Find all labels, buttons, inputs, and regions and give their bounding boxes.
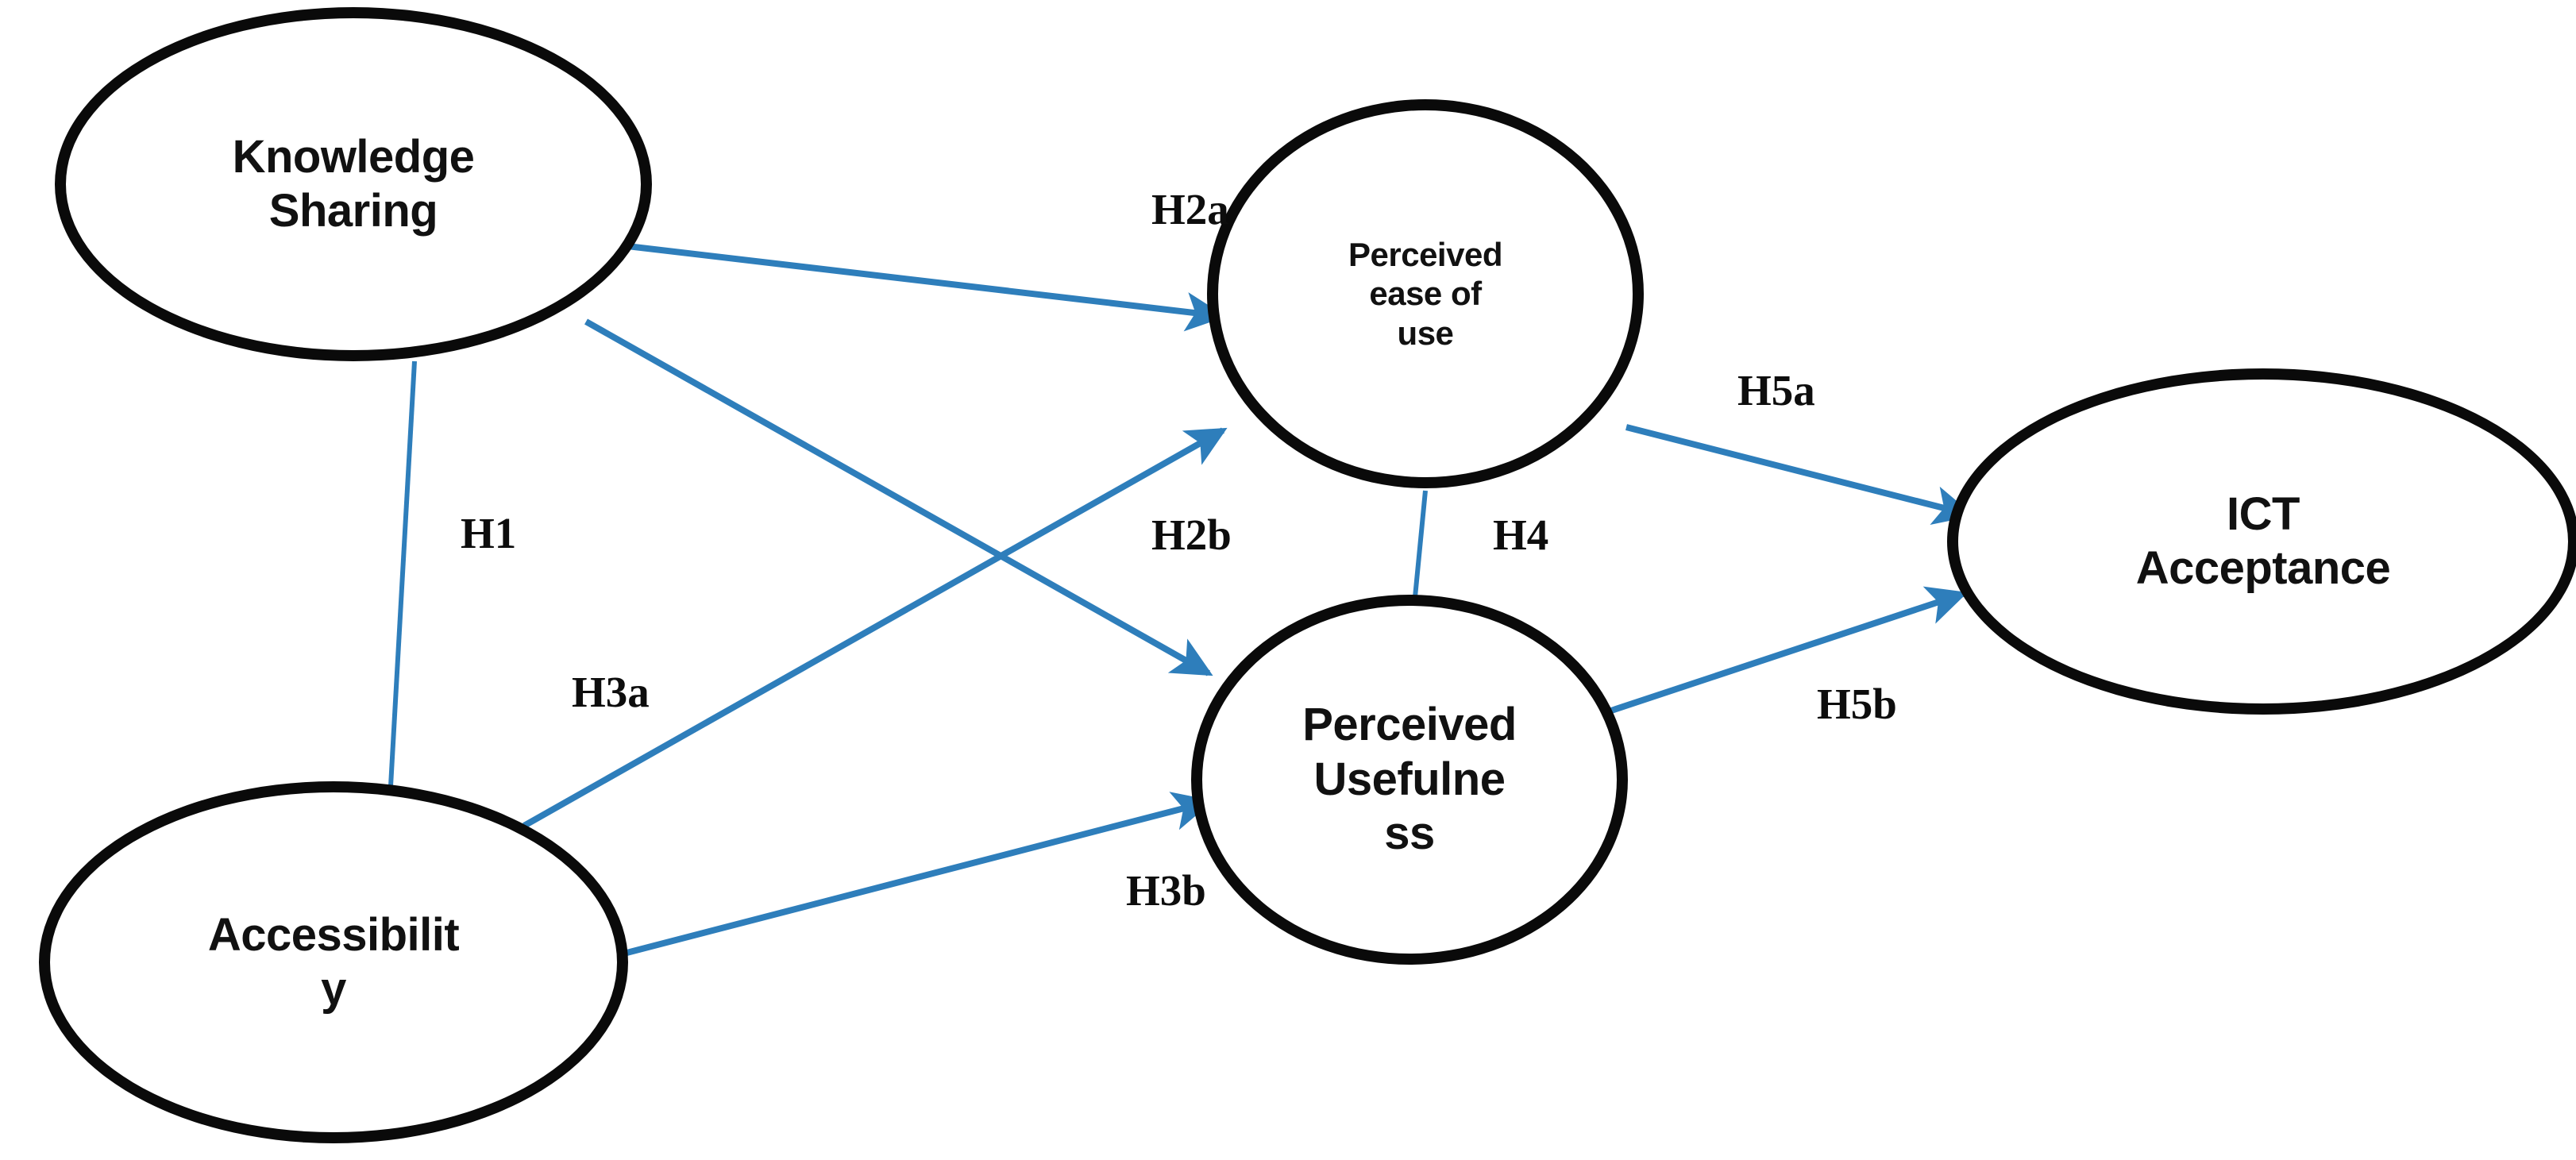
link-h5b — [1602, 586, 1969, 716]
node-label-perceived-ease-of-use: Perceived ease of use — [1348, 235, 1502, 352]
node-label-knowledge-sharing: Knowledge Sharing — [232, 130, 475, 237]
node-perceived-ease-of-use[interactable]: Perceived ease of use — [1207, 99, 1644, 488]
link-h4 — [1413, 490, 1428, 598]
link-h3b — [610, 792, 1214, 960]
link-h2a — [627, 243, 1227, 332]
hypothesis-label-h2a: H2a — [1151, 185, 1229, 233]
node-knowledge-sharing[interactable]: Knowledge Sharing — [55, 7, 652, 361]
hypothesis-label-h3a: H3a — [572, 668, 650, 716]
hypothesis-label-h2b: H2b — [1151, 511, 1232, 559]
hypothesis-label-h3b: H3b — [1126, 866, 1206, 915]
link-h2b — [584, 318, 1213, 676]
hypothesis-label-h5b: H5b — [1817, 680, 1897, 728]
node-ict-acceptance[interactable]: ICT Acceptance — [1947, 368, 2576, 715]
node-label-accessibility: Accessibilit y — [207, 908, 460, 1015]
hypothesis-label-h1: H1 — [461, 509, 517, 557]
node-perceived-usefulness[interactable]: Perceived Usefulne ss — [1191, 595, 1628, 965]
link-lines — [388, 243, 1975, 960]
node-accessibility[interactable]: Accessibilit y — [39, 781, 628, 1143]
link-h3a — [523, 427, 1228, 829]
hypothesis-label-h5a: H5a — [1737, 366, 1815, 414]
link-h1 — [388, 360, 417, 787]
hypothesis-label-h4: H4 — [1493, 511, 1549, 559]
node-label-perceived-usefulness: Perceived Usefulne ss — [1302, 699, 1517, 860]
link-h5a — [1625, 424, 1975, 525]
node-label-ict-acceptance: ICT Acceptance — [2135, 488, 2391, 594]
